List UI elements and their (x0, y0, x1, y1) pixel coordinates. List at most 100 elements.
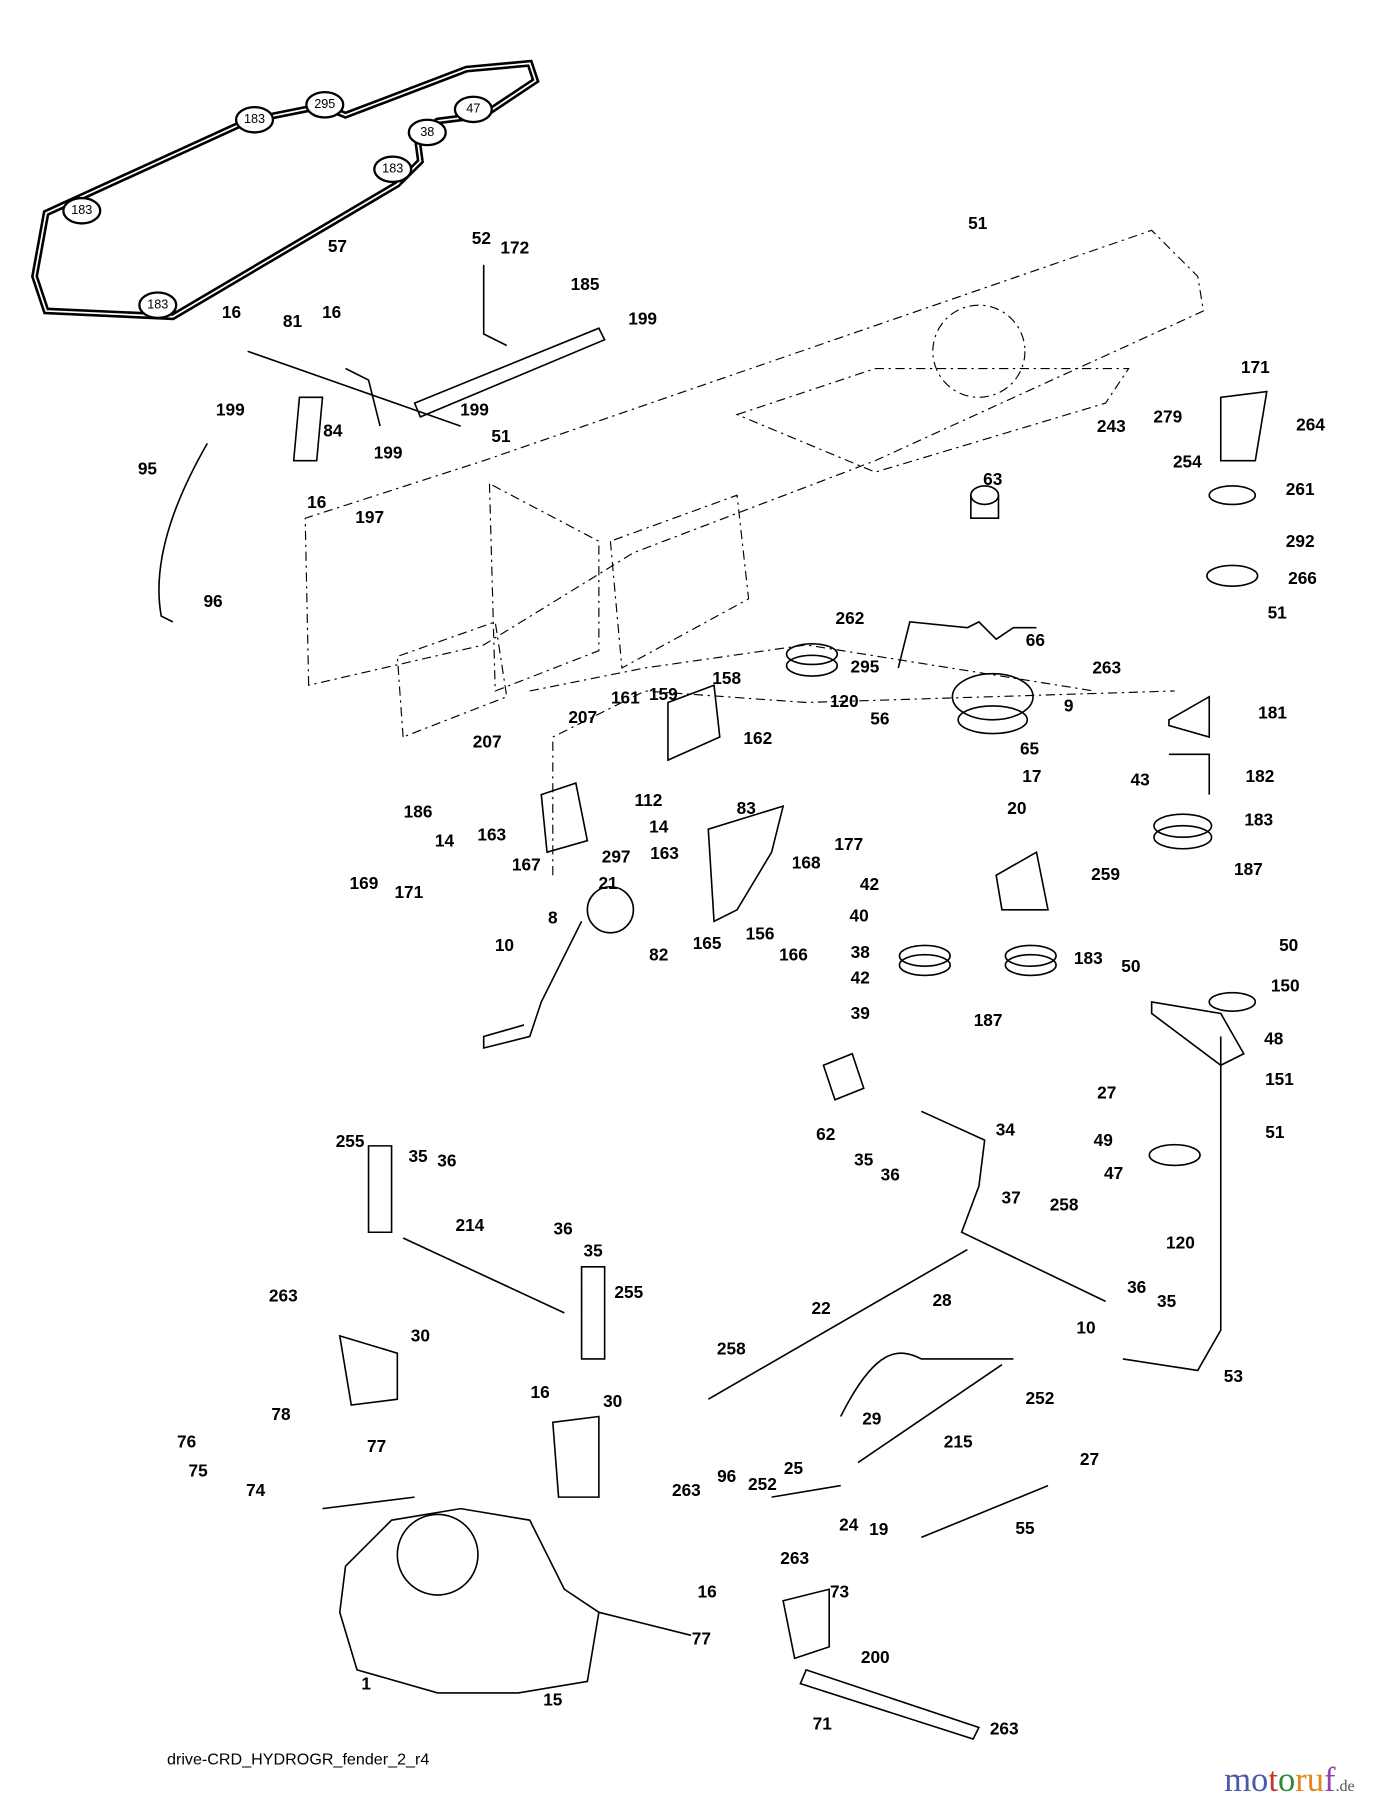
part-number-label: 183 (1074, 948, 1103, 968)
part-number-label: 258 (717, 1338, 746, 1358)
part-number-label: 263 (672, 1480, 701, 1500)
part-number-label: 27 (1097, 1083, 1116, 1103)
part-number-label: 199 (460, 400, 489, 420)
part-number-label: 65 (1020, 738, 1040, 758)
part-number-label: 51 (1265, 1122, 1285, 1142)
part-number-label: 263 (1092, 658, 1121, 678)
part-number-label: 40 (850, 905, 869, 925)
part-number-label: 48 (1264, 1028, 1284, 1048)
pulley-icon (305, 90, 345, 119)
part-number-label: 77 (692, 1628, 711, 1648)
part-number-label: 259 (1091, 864, 1120, 884)
pulley-icon (234, 105, 275, 134)
part-number-label: 52 (472, 228, 491, 248)
part-number-label: 29 (862, 1409, 881, 1429)
part-number-label: 169 (350, 873, 379, 893)
part-number-label: 297 (602, 847, 631, 867)
part-number-label: 258 (1050, 1194, 1079, 1214)
part-number-label: 252 (1026, 1388, 1055, 1408)
part-number-label: 10 (495, 935, 514, 955)
part-number-label: 50 (1279, 935, 1298, 955)
part-number-label: 39 (851, 1003, 870, 1023)
part-number-label: 156 (746, 924, 775, 944)
part-number-label: 51 (968, 213, 988, 233)
components (158, 264, 1268, 1740)
part-number-label: 214 (455, 1215, 484, 1235)
part-number-label: 42 (860, 874, 879, 894)
part-number-label: 295 (314, 97, 335, 111)
part-number-label: 16 (222, 302, 241, 322)
part-number-label: 96 (717, 1466, 736, 1486)
part-number-label: 120 (830, 691, 859, 711)
part-number-label: 25 (784, 1458, 804, 1478)
diagram-caption: drive-CRD_HYDROGR_fender_2_r4 (167, 1750, 429, 1768)
part-number-label: 162 (743, 728, 772, 748)
part-number-label: 161 (611, 688, 640, 708)
pulley-icon (138, 291, 178, 320)
part-number-label: 81 (283, 311, 303, 331)
part-number-label: 47 (466, 102, 480, 116)
part-number-label: 150 (1271, 976, 1300, 996)
part-number-label: 51 (1268, 602, 1288, 622)
pulley-icon (62, 196, 102, 225)
part-number-label: 15 (543, 1690, 563, 1710)
part-number-label: 199 (374, 442, 403, 462)
part-number-label: 172 (500, 237, 529, 257)
part-number-label: 21 (598, 873, 618, 893)
part-number-label: 30 (603, 1391, 622, 1411)
part-number-label: 22 (812, 1298, 831, 1318)
part-number-label: 82 (649, 944, 668, 964)
part-number-label: 9 (1064, 696, 1074, 716)
part-number-label: 43 (1131, 769, 1150, 789)
part-number-label: 55 (1015, 1518, 1035, 1538)
part-number-label: 19 (869, 1519, 888, 1539)
part-number-label: 182 (1245, 766, 1274, 786)
part-number-label: 199 (628, 309, 657, 329)
part-number-label: 1 (361, 1673, 371, 1693)
part-number-label: 292 (1286, 531, 1315, 551)
part-number-label: 73 (830, 1581, 849, 1601)
part-number-label: 24 (839, 1514, 859, 1534)
part-number-label: 66 (1026, 630, 1045, 650)
part-number-label: 243 (1097, 416, 1126, 436)
motoruf-watermark: motoruf.de (1224, 1761, 1355, 1799)
part-number-label: 76 (177, 1432, 196, 1452)
part-number-label: 181 (1258, 703, 1287, 723)
pulley-icon (373, 155, 413, 184)
part-number-label: 10 (1076, 1318, 1095, 1338)
part-number-label: 16 (531, 1382, 550, 1402)
part-number-label: 17 (1022, 766, 1041, 786)
part-number-label: 197 (355, 507, 384, 527)
part-number-label: 16 (322, 302, 341, 322)
part-number-label: 163 (477, 825, 506, 845)
part-number-label: 262 (836, 608, 865, 628)
pulley-icon (407, 118, 447, 147)
part-number-label: 16 (307, 492, 326, 512)
part-number-label: 74 (246, 1480, 266, 1500)
part-number-label: 200 (861, 1647, 890, 1667)
part-number-label: 62 (816, 1124, 835, 1144)
part-number-label: 35 (584, 1240, 604, 1260)
part-number-label: 279 (1153, 407, 1182, 427)
part-number-label: 187 (1234, 859, 1263, 879)
part-number-label: 183 (71, 203, 92, 217)
part-number-label: 95 (138, 458, 158, 478)
part-number-label: 151 (1265, 1069, 1294, 1089)
part-number-label: 20 (1007, 798, 1026, 818)
part-number-label: 254 (1173, 452, 1202, 472)
part-number-label: 38 (851, 942, 871, 962)
part-number-label: 36 (554, 1219, 573, 1239)
part-number-label: 263 (269, 1285, 298, 1305)
part-number-label: 16 (698, 1581, 717, 1601)
part-number-label: 168 (792, 852, 821, 872)
part-number-label: 165 (693, 933, 722, 953)
part-number-label: 27 (1080, 1449, 1099, 1469)
part-number-label: 261 (1286, 479, 1315, 499)
part-number-label: 38 (420, 125, 434, 139)
part-number-label: 255 (614, 1282, 643, 1302)
part-number-label: 112 (634, 790, 662, 810)
part-number-label: 42 (851, 967, 870, 987)
part-number-label: 120 (1166, 1232, 1195, 1252)
